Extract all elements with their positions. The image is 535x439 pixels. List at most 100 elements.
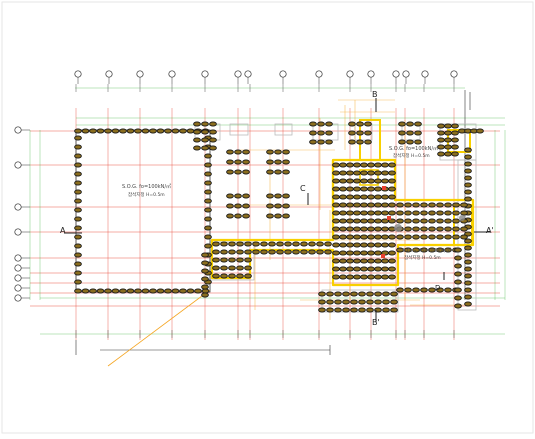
- pile-grid: [381, 234, 389, 240]
- pile-grid: [353, 186, 361, 192]
- pile-grid: [353, 218, 361, 224]
- pile-grid: [332, 170, 340, 176]
- pile-grid: [360, 194, 368, 200]
- pile-grid: [332, 202, 340, 208]
- pile-perimeter: [464, 287, 472, 293]
- pile-grid: [346, 258, 354, 264]
- axis-bubble-top: [450, 70, 458, 78]
- pile-perimeter: [141, 288, 150, 294]
- pile-grid: [284, 249, 292, 255]
- red-column-marker: [387, 216, 391, 220]
- pile-grid: [244, 257, 252, 263]
- axis-bubble-top: [201, 70, 209, 78]
- pile-cluster: [209, 121, 217, 127]
- pile-cluster: [242, 159, 250, 165]
- pile-grid: [201, 252, 209, 258]
- pile-grid: [332, 234, 340, 240]
- pile-grid: [342, 291, 350, 297]
- pile-grid: [339, 258, 347, 264]
- pile-grid: [404, 202, 412, 208]
- pile-grid: [360, 170, 368, 176]
- pile-grid: [339, 266, 347, 272]
- pile-grid: [308, 241, 316, 247]
- pile-perimeter: [204, 198, 212, 204]
- axis-bubble-left: [14, 284, 22, 292]
- pile-grid: [220, 265, 228, 271]
- pile-grid: [339, 194, 347, 200]
- pile-grid: [346, 226, 354, 232]
- note-left-load: S.O.G. fo=100kN/㎡: [122, 183, 171, 190]
- pile-perimeter: [454, 303, 462, 309]
- pile-grid: [332, 162, 340, 168]
- pile-grid: [300, 241, 308, 247]
- pile-perimeter: [156, 288, 165, 294]
- pile-grid: [452, 210, 460, 216]
- pile-grid: [360, 218, 368, 224]
- pile-grid: [334, 291, 342, 297]
- pile-grid: [428, 234, 436, 240]
- pile-cluster: [193, 137, 201, 143]
- pile-cluster: [282, 203, 290, 209]
- pile-grid: [360, 250, 368, 256]
- pile-perimeter: [464, 259, 472, 265]
- pile-perimeter: [89, 128, 97, 134]
- pile-grid: [436, 234, 444, 240]
- pile-grid: [374, 299, 382, 305]
- pile-perimeter: [96, 288, 105, 294]
- pile-grid: [220, 249, 228, 255]
- pile-cluster: [193, 129, 201, 135]
- axis-bubble-top: [279, 70, 287, 78]
- pile-cluster: [437, 151, 445, 157]
- pile-markers: [74, 121, 484, 313]
- pile-grid: [353, 194, 361, 200]
- pile-grid: [292, 249, 300, 255]
- pile-grid: [236, 257, 244, 263]
- pile-grid: [436, 202, 444, 208]
- pile-grid: [346, 242, 354, 248]
- pile-grid: [353, 258, 361, 264]
- pile-perimeter: [428, 287, 436, 293]
- gray-marker: [394, 224, 402, 232]
- pile-grid: [436, 226, 444, 232]
- pile-grid: [244, 273, 252, 279]
- pile-cluster: [451, 151, 459, 157]
- pile-perimeter: [74, 135, 82, 141]
- pile-perimeter: [204, 225, 212, 231]
- pile-cluster: [201, 145, 209, 151]
- pile-cluster: [274, 149, 282, 155]
- pile-cluster: [282, 149, 290, 155]
- pile-grid: [366, 299, 374, 305]
- pile-grid: [339, 242, 347, 248]
- pile-cluster: [309, 121, 317, 127]
- note-right-bottom-load: S.O.G. fo=100kN/㎡: [402, 247, 451, 254]
- pile-grid: [346, 234, 354, 240]
- pile-cluster: [234, 159, 242, 165]
- pile-grid: [353, 266, 361, 272]
- pile-grid: [444, 210, 452, 216]
- pile-grid: [374, 242, 382, 248]
- pile-perimeter: [134, 128, 142, 134]
- pile-perimeter: [454, 279, 462, 285]
- pile-grid: [228, 265, 236, 271]
- pile-grid: [326, 307, 334, 313]
- pile-cluster: [317, 121, 325, 127]
- pile-grid: [388, 186, 396, 192]
- pile-cluster: [234, 193, 242, 199]
- pile-grid: [374, 186, 382, 192]
- pile-grid: [420, 218, 428, 224]
- pile-cluster: [234, 203, 242, 209]
- pile-cluster: [242, 149, 250, 155]
- pile-perimeter: [204, 180, 212, 186]
- pile-grid: [388, 266, 396, 272]
- pile-cluster: [209, 137, 217, 143]
- pile-grid: [353, 226, 361, 232]
- pile-grid: [339, 170, 347, 176]
- pile-cluster: [226, 213, 234, 219]
- pile-perimeter: [396, 247, 404, 253]
- pile-grid: [374, 234, 382, 240]
- axis-bubble-top: [392, 70, 400, 78]
- pile-grid: [367, 202, 375, 208]
- pile-grid: [360, 210, 368, 216]
